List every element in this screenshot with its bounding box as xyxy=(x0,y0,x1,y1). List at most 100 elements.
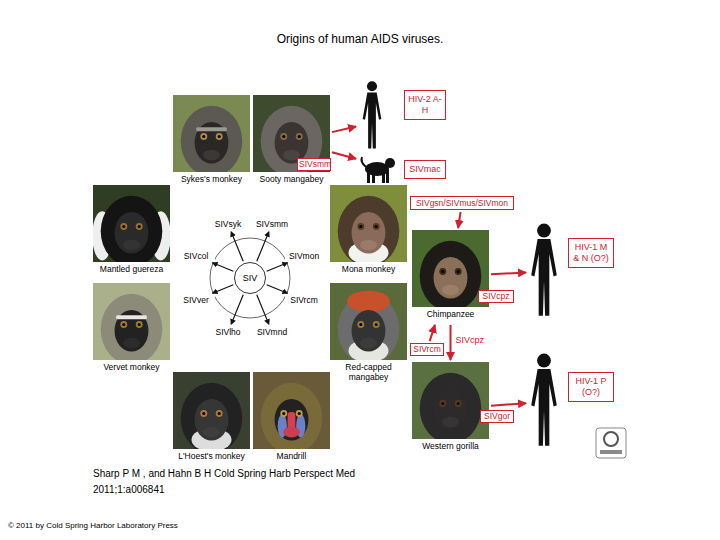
face xyxy=(275,399,309,441)
pupil xyxy=(282,412,285,415)
human-body xyxy=(531,239,557,316)
pupil xyxy=(122,323,125,326)
pupil xyxy=(457,270,460,273)
virus-box: SIVgor xyxy=(480,410,514,423)
muzzle xyxy=(360,240,377,251)
face xyxy=(434,389,468,431)
species-label-stack: Mandrill xyxy=(245,451,338,461)
eye xyxy=(280,410,287,417)
head-fur xyxy=(101,196,163,262)
lineage-arrow xyxy=(231,232,243,261)
brow-band xyxy=(196,127,227,131)
animal-photo xyxy=(173,95,250,172)
human-host: HIV-2 A-H xyxy=(358,80,454,150)
virus-box: SIVcpz xyxy=(478,290,514,303)
transmission-arrow xyxy=(430,325,435,341)
lineage-arrow xyxy=(267,285,288,293)
face xyxy=(115,310,149,352)
animal-photo xyxy=(93,283,170,360)
eye xyxy=(200,133,207,140)
logo-mark xyxy=(604,432,618,446)
eye xyxy=(439,400,446,407)
species-name: Mandrill xyxy=(245,451,338,461)
face xyxy=(434,257,468,299)
siv-center: SIV xyxy=(234,262,266,294)
pupil xyxy=(138,225,141,228)
eye xyxy=(136,321,143,328)
eye xyxy=(296,410,303,417)
pupil xyxy=(298,135,301,138)
species-photo: Vervet monkey xyxy=(93,283,170,376)
face xyxy=(115,212,149,254)
animal-photo xyxy=(253,372,330,449)
lineage-name: SIVsyk xyxy=(209,218,247,230)
macaque-silhouette xyxy=(358,154,398,184)
virus-group-box: HIV-1 P (O?) xyxy=(568,372,614,402)
lineage-name: SIVver xyxy=(177,294,215,306)
pupil xyxy=(202,412,205,415)
pupil xyxy=(138,323,141,326)
edge-label: SIVcpz xyxy=(456,335,485,345)
eye xyxy=(216,133,223,140)
macaque-leg xyxy=(382,171,385,183)
eye xyxy=(280,133,287,140)
lineage-name: SIVcol xyxy=(177,250,215,262)
citation-caption: Sharp P M , and Hahn B H Cold Spring Har… xyxy=(93,466,403,498)
macaque-leg xyxy=(367,171,370,183)
copyright-note: © 2011 by Cold Spring Harbor Laboratory … xyxy=(8,521,178,530)
human-silhouette xyxy=(528,352,560,448)
brow-band xyxy=(116,315,147,319)
lineage-name: SIVmnd xyxy=(253,326,291,338)
head-fur xyxy=(181,383,243,449)
face xyxy=(352,310,386,352)
pupil xyxy=(298,412,301,415)
virus-box: SIVgsn/SIVmus/SIVmon xyxy=(410,196,514,210)
pupil xyxy=(122,225,125,228)
eye xyxy=(455,400,462,407)
virus-name: SIVsmm xyxy=(299,159,329,170)
red-cap xyxy=(347,291,390,313)
pupil xyxy=(375,225,378,228)
virus-box: SIVrcm xyxy=(410,343,444,356)
species-label-stack: Red-capped mangabey xyxy=(322,362,415,382)
eye xyxy=(373,223,380,230)
species-label-stack: Vervet monkey xyxy=(85,362,178,372)
macaque-leg xyxy=(372,172,375,183)
center-label: SIV xyxy=(235,263,265,293)
species-name: Mantled guereza xyxy=(85,264,178,274)
virus-name: SIVcpz xyxy=(480,291,512,302)
eye xyxy=(120,321,127,328)
species-name: Sykes's monkey xyxy=(165,174,258,184)
species-photo: Mandrill xyxy=(253,372,330,465)
eye xyxy=(357,321,364,328)
species-name: Chimpanzee xyxy=(404,309,497,319)
species-label-stack: Chimpanzee xyxy=(404,309,497,319)
species-label-stack: Sykes's monkey xyxy=(165,174,258,184)
species-name: Sooty mangabey xyxy=(245,174,338,184)
eye xyxy=(455,268,462,275)
virus-group-box: SIVmac xyxy=(404,160,446,179)
pupil xyxy=(359,225,362,228)
species-label-stack: L'Hoest's monkey xyxy=(165,451,258,461)
human-head xyxy=(537,354,551,368)
siv-lineage: SIVrcm xyxy=(285,294,323,306)
species-photo: Red-capped mangabey xyxy=(330,283,407,387)
face xyxy=(352,212,386,254)
species-photo: Mona monkey xyxy=(330,185,407,278)
macaque-leg xyxy=(386,170,389,183)
muzzle xyxy=(123,240,140,251)
macaque-host: SIVmac xyxy=(358,154,454,190)
human-body xyxy=(531,369,557,446)
species-name: Western gorilla xyxy=(404,441,497,451)
transmission-arrow xyxy=(332,127,356,133)
publisher-logo xyxy=(596,428,626,458)
eye xyxy=(357,223,364,230)
lineage-arrow xyxy=(213,263,234,271)
virus-box: SIVsmm xyxy=(297,158,331,171)
pupil xyxy=(218,135,221,138)
head-fur xyxy=(420,373,482,439)
logo-frame xyxy=(596,428,626,458)
virus-name: SIVrcm xyxy=(412,344,442,355)
virus-group-box: HIV-2 A-H xyxy=(404,90,446,120)
